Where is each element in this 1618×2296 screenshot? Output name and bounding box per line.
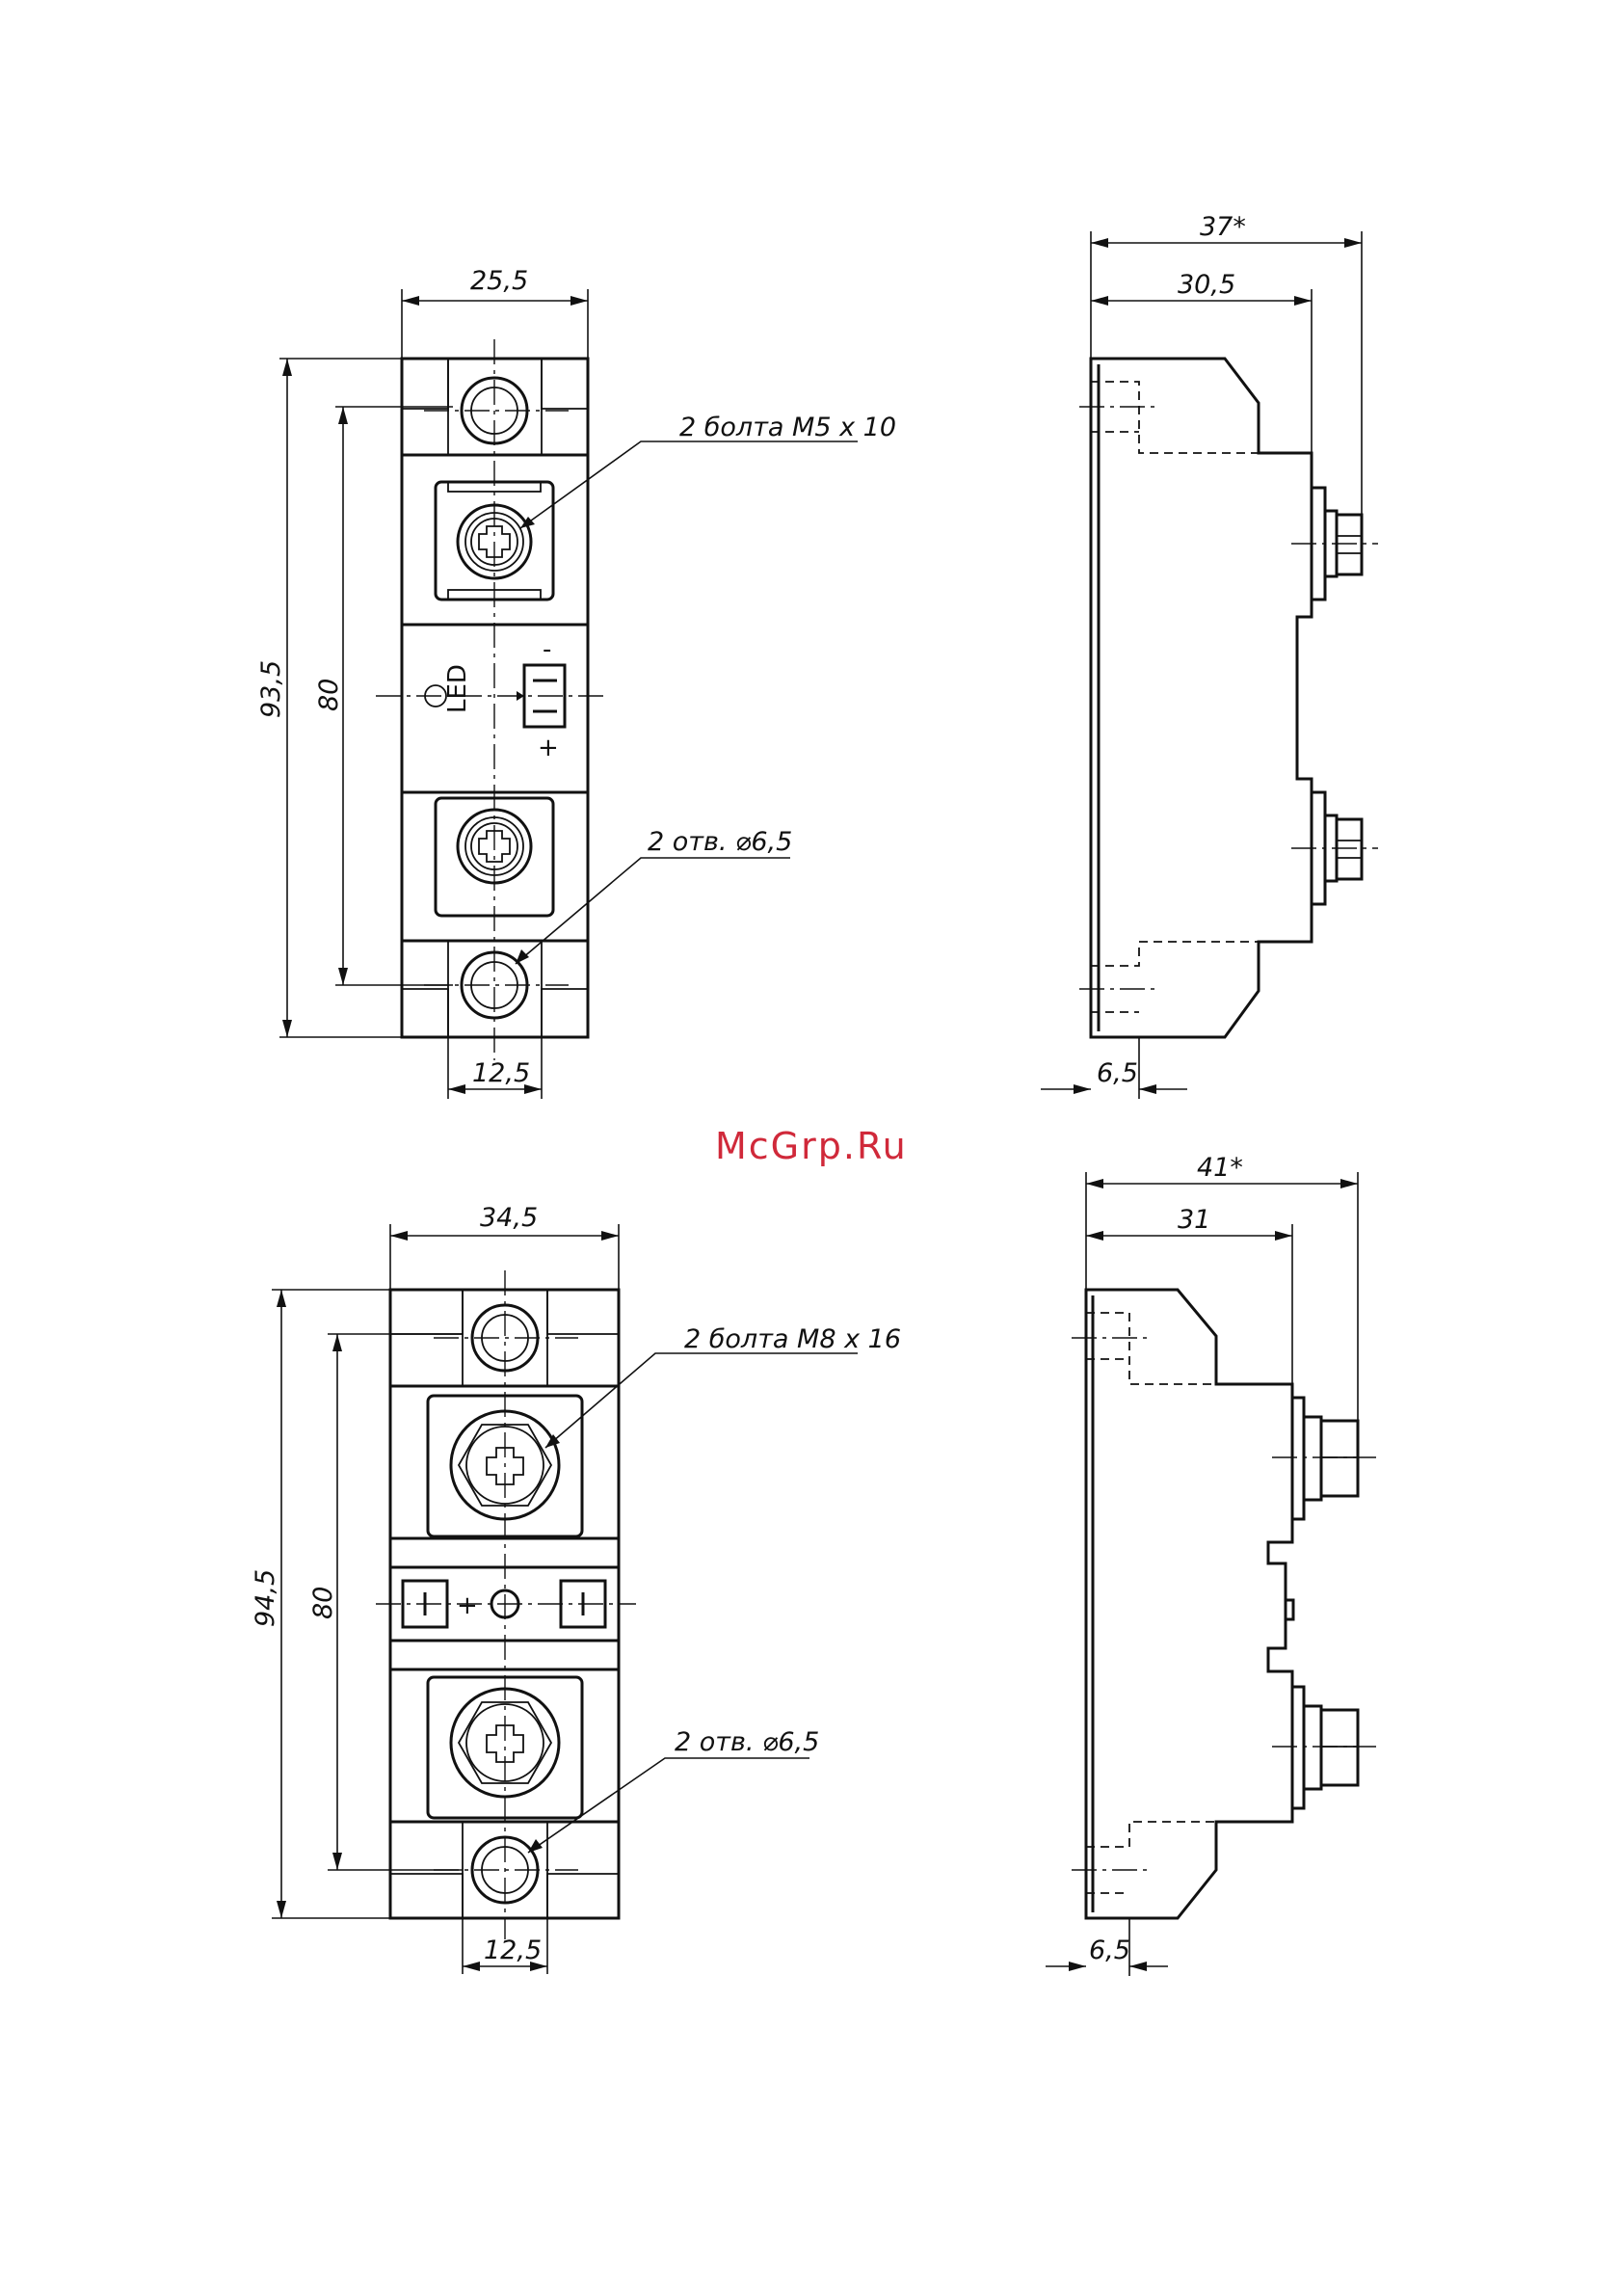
front-small-dimensions: 25,5 93,5 80 12,5 2 болта М5 х 10 2 отв.… bbox=[256, 266, 896, 1099]
minus-label: - bbox=[543, 635, 551, 664]
dim-width-small: 25,5 bbox=[470, 266, 528, 296]
led-label: LED bbox=[443, 664, 472, 713]
dim-body-depth-small: 30,5 bbox=[1178, 270, 1235, 300]
side-small-dimensions: 37* 30,5 6,5 bbox=[1041, 212, 1362, 1099]
dim-base-small: 6,5 bbox=[1097, 1058, 1138, 1088]
bolt-note-large: 2 болта М8 х 16 bbox=[684, 1324, 901, 1354]
dim-offset-large: 12,5 bbox=[484, 1936, 542, 1965]
dim-spacing-small: 80 bbox=[314, 679, 344, 711]
dim-offset-small: 12,5 bbox=[472, 1058, 530, 1088]
front-view-large: + bbox=[376, 1270, 636, 1939]
dim-overall-depth-small: 37* bbox=[1200, 212, 1246, 242]
plus-label: + bbox=[538, 734, 559, 762]
dim-spacing-large: 80 bbox=[308, 1587, 338, 1619]
dim-base-large: 6,5 bbox=[1089, 1936, 1130, 1965]
front-large-dimensions: 34,5 94,5 80 12,5 2 болта М8 х 16 2 отв.… bbox=[251, 1203, 901, 1974]
front-view-small: LED - + bbox=[376, 339, 607, 1060]
dim-height-large: 94,5 bbox=[251, 1569, 280, 1627]
watermark: McGrp.Ru bbox=[715, 1125, 908, 1167]
dim-body-depth-large: 31 bbox=[1178, 1205, 1210, 1235]
side-view-small bbox=[1079, 359, 1378, 1037]
side-view-large bbox=[1072, 1290, 1376, 1918]
dim-height-small: 93,5 bbox=[256, 660, 286, 718]
dim-width-large: 34,5 bbox=[480, 1203, 538, 1233]
hole-note-large: 2 отв. ⌀6,5 bbox=[675, 1727, 819, 1757]
plus-label-large: + bbox=[457, 1591, 478, 1620]
hole-note-small: 2 отв. ⌀6,5 bbox=[648, 827, 792, 857]
bolt-note-small: 2 болта М5 х 10 bbox=[679, 413, 896, 442]
dim-overall-depth-large: 41* bbox=[1197, 1153, 1243, 1183]
